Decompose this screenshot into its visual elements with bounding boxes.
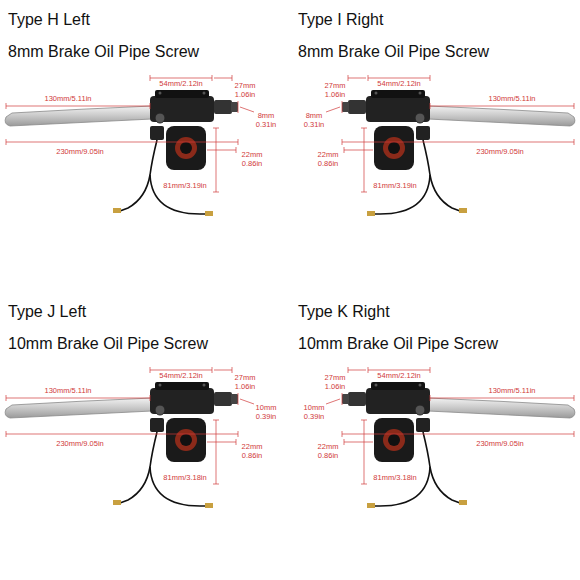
dimension: 8mm xyxy=(257,112,276,120)
dimension: 81mm/3.18in xyxy=(372,474,417,482)
dimension: 22mm xyxy=(317,151,340,159)
dimension: 0.86in xyxy=(317,160,339,168)
pipe-screw-size: 8mm Brake Oil Pipe Screw xyxy=(8,44,199,60)
dimension: 0.39in xyxy=(255,413,277,421)
dimension: 1.06in xyxy=(234,91,256,99)
panel-heading: Type K Right xyxy=(298,304,390,320)
dimension: 0.86in xyxy=(317,452,339,460)
dimension: 27mm xyxy=(234,374,257,382)
pipe-screw-size: 10mm Brake Oil Pipe Screw xyxy=(8,336,208,352)
pipe-screw-size: 10mm Brake Oil Pipe Screw xyxy=(298,336,498,352)
dimension: 130mm/5.11in xyxy=(488,95,537,103)
dimension: 130mm/5.11in xyxy=(488,387,537,395)
dimension: 1.06in xyxy=(324,91,346,99)
dimension: 0.86in xyxy=(241,160,263,168)
dimension: 81mm/3.19in xyxy=(162,182,207,190)
dimension: 0.31in xyxy=(255,121,277,129)
dimension: 54mm/2.12in xyxy=(376,80,421,88)
dimension: 230mm/9.05in xyxy=(475,148,525,156)
dimension: 81mm/3.19in xyxy=(372,182,417,190)
lever-left xyxy=(5,367,254,508)
dimension: 230mm/9.05in xyxy=(475,440,525,448)
dimension: 0.86in xyxy=(241,452,263,460)
dimension: 22mm xyxy=(317,443,340,451)
dimension: 230mm/9.05in xyxy=(55,440,105,448)
dimension: 22mm xyxy=(241,151,264,159)
dimension: 27mm xyxy=(324,374,347,382)
dimension: 10mm xyxy=(255,404,278,412)
dimension: 54mm/2.12in xyxy=(158,80,203,88)
dimension: 54mm/2.12in xyxy=(158,372,203,380)
dimension: 230mm/9.05in xyxy=(55,148,105,156)
dimension: 130mm/5.11in xyxy=(44,387,93,395)
dimension: 8mm xyxy=(305,112,324,120)
dimension: 27mm xyxy=(324,82,347,90)
panel-heading: Type I Right xyxy=(298,12,383,28)
dimension: 0.31in xyxy=(303,121,325,129)
dimension: 27mm xyxy=(234,82,257,90)
dimension: 10mm xyxy=(303,404,326,412)
pipe-screw-size: 8mm Brake Oil Pipe Screw xyxy=(298,44,489,60)
lever-right xyxy=(326,367,575,508)
dimension: 130mm/5.11in xyxy=(44,95,93,103)
panel-heading: Type H Left xyxy=(8,12,90,28)
dimension: 81mm/3.18in xyxy=(162,474,207,482)
panel-heading: Type J Left xyxy=(8,304,86,320)
dimension: 22mm xyxy=(241,443,264,451)
lever-left xyxy=(5,75,254,216)
dimension: 1.06in xyxy=(324,383,346,391)
dimension: 1.06in xyxy=(234,383,256,391)
lever-right xyxy=(326,75,575,216)
dimension: 54mm/2.12in xyxy=(376,372,421,380)
dimension: 0.39in xyxy=(303,413,325,421)
